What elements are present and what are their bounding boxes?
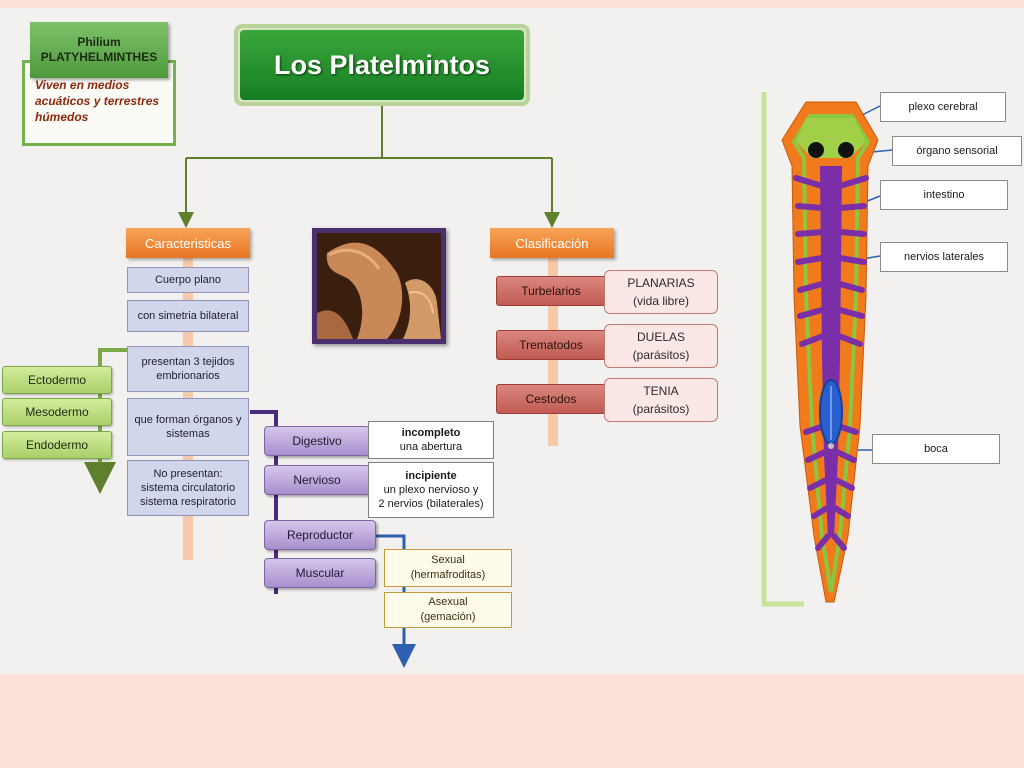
ejemplo-note: (parásitos)	[632, 348, 690, 362]
flatworm-photo-image	[317, 233, 441, 339]
ejemplo-note: (parásitos)	[632, 402, 690, 416]
reproduccion-sexual: Sexual (hermafroditas)	[384, 549, 512, 587]
ejemplo-planarias: PLANARIAS (vida libre)	[604, 270, 718, 314]
clase-turbelarios: Turbelarios	[496, 276, 606, 306]
phylum-name: PLATYHELMINTHES	[40, 50, 158, 64]
label-nervios-laterales: nervios laterales	[880, 242, 1008, 272]
ejemplo-name: DUELAS	[636, 330, 686, 344]
clase-trematodos: Trematodos	[496, 330, 606, 360]
sistema-digestivo: Digestivo	[264, 426, 370, 456]
caracteristica-item: Cuerpo plano	[127, 267, 249, 293]
sexual-note: (hermafroditas)	[410, 569, 486, 581]
tejido-ectodermo: Ectodermo	[2, 366, 112, 394]
page-title: Los Platelmintos	[240, 30, 524, 100]
caracteristica-item: con simetria bilateral	[127, 300, 249, 332]
caracteristica-item: que forman órganos y sistemas	[127, 398, 249, 456]
digestivo-detail-text: una abertura	[399, 441, 463, 453]
clase-cestodos: Cestodos	[496, 384, 606, 414]
phylum-header: Philium PLATYHELMINTHES	[30, 22, 168, 78]
flatworm-anatomy-diagram	[781, 101, 879, 603]
ejemplo-name: PLANARIAS	[627, 276, 695, 290]
ejemplo-duelas: DUELAS (parásitos)	[604, 324, 718, 368]
phylum-label: Philium	[77, 35, 121, 49]
nervioso-detail-line2: 2 nervios (bilaterales)	[378, 498, 484, 510]
label-boca: boca	[872, 434, 1000, 464]
ejemplo-name: TENIA	[643, 384, 679, 398]
habitat-text: Viven en medios acuáticos y terrestres h…	[35, 78, 160, 124]
sistema-muscular: Muscular	[264, 558, 376, 588]
sexual-label: Sexual	[431, 554, 465, 566]
nervioso-detail-line1: un plexo nervioso y	[383, 484, 479, 496]
tejido-endodermo: Endodermo	[2, 431, 112, 459]
sistema-nervioso: Nervioso	[264, 465, 370, 495]
flatworm-photo	[312, 228, 446, 344]
caracteristica-item: presentan 3 tejidos embrionarios	[127, 346, 249, 392]
digestivo-detail: incompleto una abertura	[368, 421, 494, 459]
asexual-label: Asexual	[428, 596, 468, 608]
asexual-note: (gemación)	[420, 611, 476, 623]
ejemplo-note: (vida libre)	[632, 294, 689, 308]
digestivo-title: incompleto	[401, 427, 461, 439]
caracteristica-item: No presentan: sistema circulatorio siste…	[127, 460, 249, 516]
sistema-reproductor: Reproductor	[264, 520, 376, 550]
tejido-mesodermo: Mesodermo	[2, 398, 112, 426]
nervioso-detail: incipiente un plexo nervioso y 2 nervios…	[368, 462, 494, 518]
clasificacion-header: Clasificación	[490, 228, 614, 258]
label-intestino: intestino	[880, 180, 1008, 210]
caracteristicas-header: Caracteristicas	[126, 228, 250, 258]
concept-map-canvas: Viven en medios acuáticos y terrestres h…	[0, 8, 1024, 674]
label-organo-sensorial: órgano sensorial	[892, 136, 1022, 166]
nervioso-title: incipiente	[405, 470, 457, 482]
reproduccion-asexual: Asexual (gemación)	[384, 592, 512, 628]
label-plexo-cerebral: plexo cerebral	[880, 92, 1006, 122]
ejemplo-tenia: TENIA (parásitos)	[604, 378, 718, 422]
